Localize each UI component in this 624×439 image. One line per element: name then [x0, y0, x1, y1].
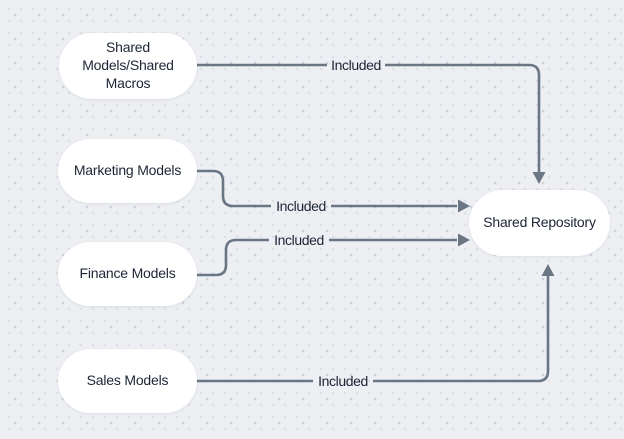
node-shared-models: Shared Models/Shared Macros — [59, 33, 197, 99]
node-label: Shared Repository — [483, 214, 596, 231]
node-sales-models: Sales Models — [58, 349, 197, 413]
node-marketing-models: Marketing Models — [58, 139, 197, 203]
connector-finance-to-repository-pre-label — [197, 238, 269, 277]
edge-label-sales-to-repository: Included — [318, 373, 368, 389]
edge-label-marketing-to-repository: Included — [276, 198, 326, 214]
edge-label-finance-to-repository: Included — [274, 232, 324, 248]
connector-shared-models-to-repository-post-label — [385, 63, 541, 172]
node-label: Shared Models/Shared Macros — [82, 39, 174, 91]
node-label: Marketing Models — [73, 162, 182, 179]
edge-label-shared-models-to-repository: Included — [331, 57, 381, 73]
arrowhead-right-icon — [458, 199, 470, 213]
node-label: Finance Models — [79, 265, 176, 282]
arrowhead-right-icon — [458, 233, 470, 247]
node-finance-models: Finance Models — [58, 242, 197, 306]
node-shared-repository: Shared Repository — [469, 190, 610, 256]
connector-marketing-to-repository-pre-label — [197, 169, 271, 208]
node-label: Sales Models — [86, 372, 169, 389]
arrowhead-up-icon — [541, 264, 555, 276]
arrowhead-down-icon — [532, 172, 546, 184]
connector-sales-to-repository-post-label — [373, 276, 550, 383]
